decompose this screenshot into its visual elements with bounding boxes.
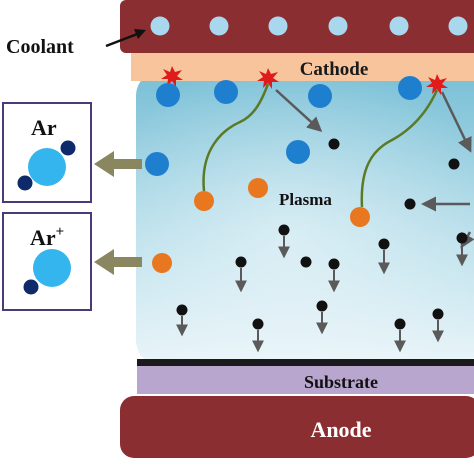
electron [235, 256, 247, 268]
inset-big-circle [33, 249, 71, 287]
cathode-layer [131, 53, 474, 81]
coolant-channel [268, 16, 288, 36]
ar-inset-label: Ar [31, 115, 57, 140]
arrow-icon [275, 89, 323, 133]
starburst-icon [426, 74, 448, 95]
ar-atom [398, 76, 422, 100]
electron [316, 300, 328, 312]
ar-inset: Ar [2, 102, 92, 203]
arrow-icon [94, 151, 142, 177]
anode-label: Anode [310, 417, 371, 442]
ar-atom [286, 140, 310, 164]
ar-ion [248, 178, 268, 198]
electron [300, 256, 312, 268]
ar-atom [145, 152, 169, 176]
arrow-icon [440, 91, 472, 153]
inset-small-circle [23, 279, 39, 295]
coolant-channel [328, 16, 348, 36]
starburst-icon [161, 66, 183, 87]
coolant-channel [448, 16, 468, 36]
substrate-layer [137, 366, 474, 394]
plasma-label: Plasma [279, 190, 332, 209]
arrow-icon [94, 249, 142, 275]
electron [252, 318, 264, 330]
electron-group [176, 224, 468, 353]
electron [456, 232, 468, 244]
electron [394, 318, 406, 330]
secondary-electron-path [360, 89, 439, 208]
ar-atom [214, 80, 238, 104]
ar-ion [350, 207, 370, 227]
substrate-edge [137, 359, 474, 366]
ar-ion-charge: + [56, 224, 65, 240]
coolant-channel [389, 16, 409, 36]
electron [448, 158, 460, 170]
ar-atom [156, 83, 180, 107]
ar-ion [152, 253, 172, 273]
electron [328, 138, 340, 150]
inset-small-circle [60, 140, 76, 156]
coolant-channels [150, 16, 468, 36]
ar-atom [308, 84, 332, 108]
secondary-electron-path [202, 83, 270, 192]
electron [328, 258, 340, 270]
coolant-channel [209, 16, 229, 36]
substrate-label: Substrate [304, 372, 378, 392]
ar-ion-inset-label: Ar+ [30, 224, 64, 250]
coolant-block [120, 0, 474, 53]
inset-big-circle [28, 148, 66, 186]
coolant-channel [150, 16, 170, 36]
coolant-arrow-icon [105, 29, 146, 48]
ar-ion-symbol: Ar [30, 225, 56, 250]
ar-ion [194, 191, 214, 211]
coolant-label: Coolant [6, 36, 74, 58]
electron [176, 304, 188, 316]
anode-block [120, 396, 474, 458]
electron [278, 224, 290, 236]
inset-small-circle [17, 175, 33, 191]
electron [432, 308, 444, 320]
plasma-glow [136, 70, 474, 366]
starburst-icon [257, 68, 279, 89]
ar-ion-inset: Ar+ [2, 212, 92, 311]
cathode-label: Cathode [300, 59, 369, 80]
electron [404, 198, 416, 210]
electron [378, 238, 390, 250]
